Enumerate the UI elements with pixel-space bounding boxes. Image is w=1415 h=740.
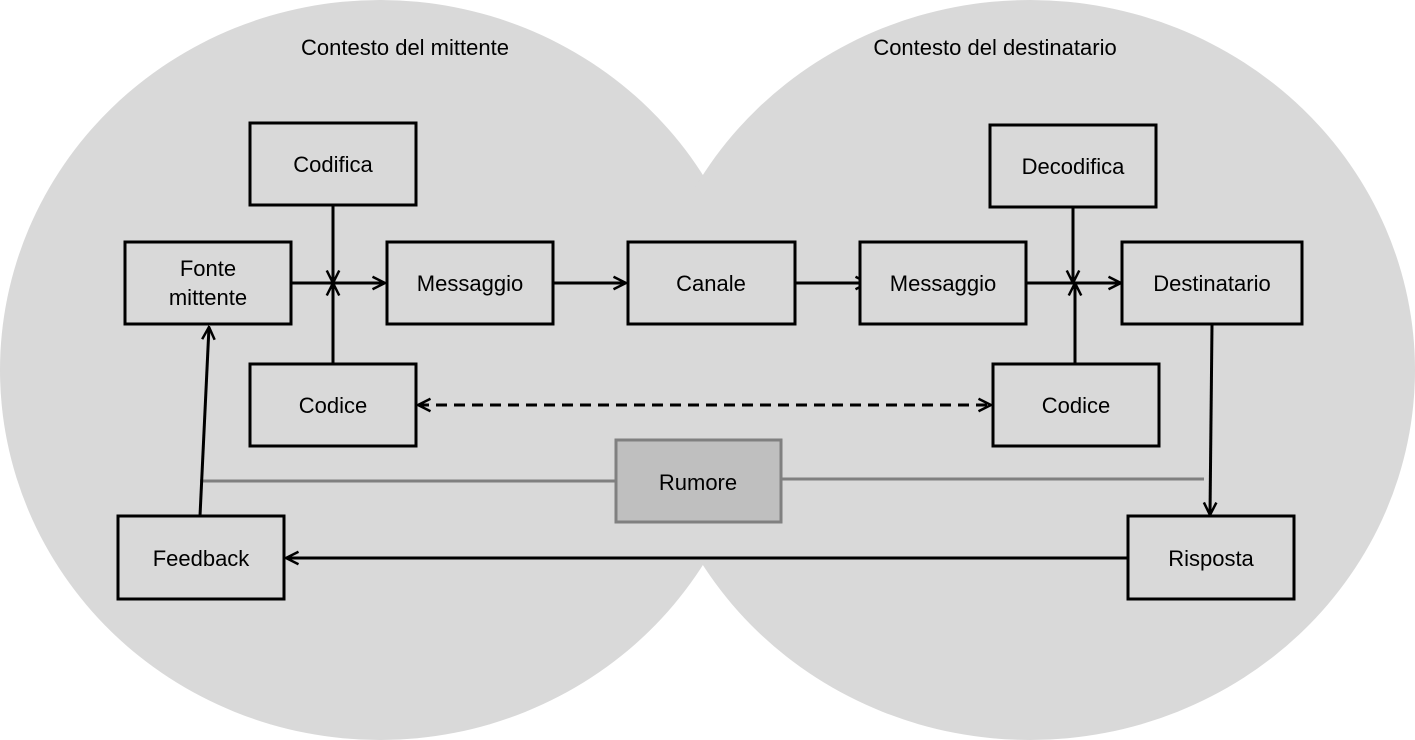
receiver-context-title: Contesto del destinatario (873, 35, 1116, 60)
node-risposta: Risposta (1126, 514, 1296, 601)
sender-context-title: Contesto del mittente (301, 35, 509, 60)
node-codifica: Codifica (248, 121, 418, 207)
node-feedback: Feedback (116, 514, 286, 601)
node-codifica-label: Codifica (293, 152, 373, 177)
node-canale: Canale (626, 240, 797, 326)
arrow-feedback-to-fonte (198, 327, 209, 517)
node-codice-sender-label: Codice (299, 393, 367, 418)
node-destinatario: Destinatario (1120, 240, 1304, 326)
node-messaggio-sender: Messaggio (385, 240, 555, 326)
node-rumore-label: Rumore (659, 470, 737, 495)
node-codice-receiver-label: Codice (1042, 393, 1110, 418)
node-fonte-label-line2: mittente (169, 285, 247, 310)
node-codice-sender: Codice (248, 362, 418, 448)
node-canale-label: Canale (676, 271, 746, 296)
node-feedback-label: Feedback (153, 546, 251, 571)
node-codice-receiver: Codice (991, 362, 1161, 448)
node-risposta-label: Risposta (1168, 546, 1254, 571)
node-messaggio-receiver: Messaggio (858, 240, 1028, 326)
node-fonte-label-line1: Fonte (180, 256, 236, 281)
node-rumore: Rumore (614, 438, 783, 524)
node-decodifica-label: Decodifica (1022, 154, 1125, 179)
node-messaggio-sender-label: Messaggio (417, 271, 523, 296)
node-fonte-mittente: Fonte mittente (123, 240, 293, 326)
node-messaggio-receiver-label: Messaggio (890, 271, 996, 296)
node-destinatario-label: Destinatario (1153, 271, 1270, 296)
node-decodifica: Decodifica (988, 123, 1158, 209)
arrow-destinatario-to-risposta (1210, 324, 1212, 515)
